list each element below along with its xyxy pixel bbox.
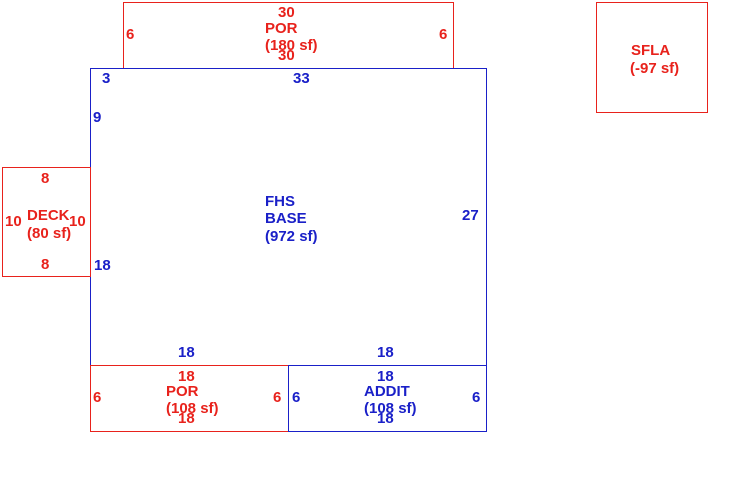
base-name-line1: FHS bbox=[265, 193, 295, 210]
addition-dim-left: 6 bbox=[292, 389, 301, 406]
porch-bottom-dim-bottom: 18 bbox=[178, 410, 195, 427]
base-dim-top: 33 bbox=[293, 70, 310, 87]
porch-top-dim-top: 30 bbox=[278, 4, 295, 21]
porch-top-dim-bottom: 30 bbox=[278, 47, 295, 64]
base-dim-bottom-left: 18 bbox=[178, 344, 195, 361]
base-name-line2: BASE bbox=[265, 210, 307, 227]
deck-area[interactable] bbox=[2, 167, 91, 277]
addition-area-label: (108 sf) bbox=[364, 400, 417, 417]
porch-top-name: POR bbox=[265, 20, 298, 37]
porch-top-dim-left: 6 bbox=[126, 26, 135, 43]
base-dim-left-lower: 18 bbox=[94, 257, 111, 274]
sfla-area[interactable] bbox=[596, 2, 708, 113]
porch-bottom-area-label: (108 sf) bbox=[166, 400, 219, 417]
deck-area-label: (80 sf) bbox=[27, 225, 72, 242]
deck-name: DECK bbox=[27, 207, 70, 224]
deck-dim-top: 8 bbox=[41, 170, 50, 187]
deck-dim-bottom: 8 bbox=[41, 256, 50, 273]
addition-area[interactable] bbox=[288, 365, 487, 432]
base-dim-bottom-right: 18 bbox=[377, 344, 394, 361]
porch-bottom-dim-top: 18 bbox=[178, 368, 195, 385]
base-dim-left-upper: 9 bbox=[93, 109, 102, 126]
deck-dim-left: 10 bbox=[5, 213, 22, 230]
base-dim-right: 27 bbox=[462, 207, 479, 224]
base-dim-top-left: 3 bbox=[102, 70, 111, 87]
deck-dim-right: 10 bbox=[69, 213, 86, 230]
addition-dim-right: 6 bbox=[472, 389, 481, 406]
addition-dim-top: 18 bbox=[377, 368, 394, 385]
sfla-name: SFLA bbox=[631, 42, 671, 59]
porch-bottom-name: POR bbox=[166, 383, 199, 400]
addition-name: ADDIT bbox=[364, 383, 410, 400]
sfla-area-label: (-97 sf) bbox=[630, 60, 680, 77]
porch-bottom-dim-left: 6 bbox=[93, 389, 102, 406]
porch-top-dim-right: 6 bbox=[439, 26, 448, 43]
addition-dim-bottom: 18 bbox=[377, 410, 394, 427]
base-area-label: (972 sf) bbox=[265, 228, 318, 245]
porch-bottom-dim-right: 6 bbox=[273, 389, 282, 406]
porch-top-area-label: (180 sf) bbox=[265, 37, 318, 54]
